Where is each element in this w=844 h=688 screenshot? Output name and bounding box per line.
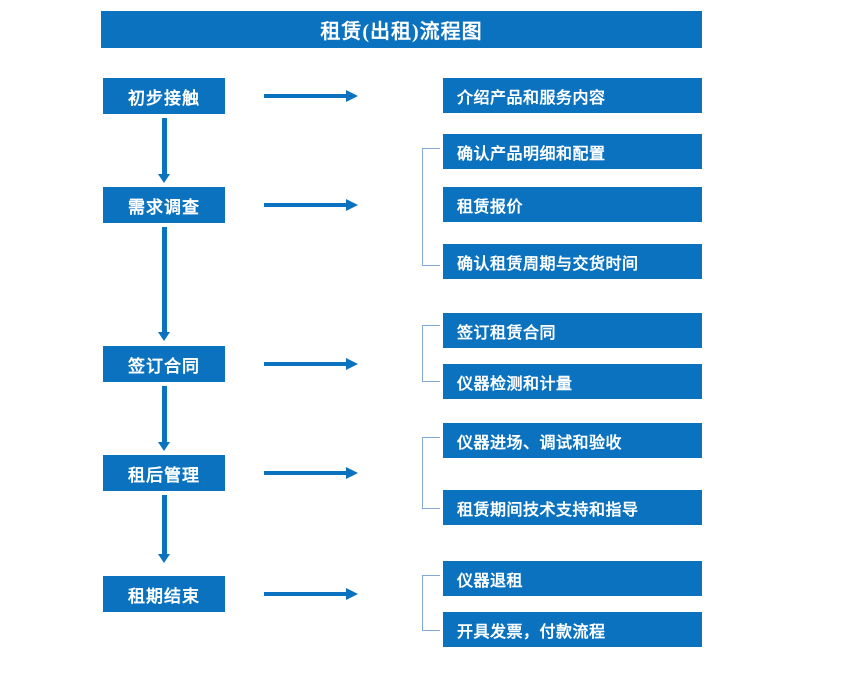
h-arrow-post-rental — [264, 467, 358, 479]
arrow-head-icon — [346, 90, 358, 102]
arrow-head-icon — [158, 174, 170, 183]
stage-box-post-rental-management[interactable]: 租后管理 — [103, 455, 225, 491]
arrow-shaft — [264, 592, 346, 596]
detail-box-confirm-product-details[interactable]: 确认产品明细和配置 — [443, 134, 702, 169]
arrow-shaft — [162, 118, 167, 174]
h-arrow-requirement-survey — [264, 199, 358, 211]
bracket-sign-contract — [422, 325, 440, 382]
arrow-head-icon — [158, 332, 170, 341]
detail-box-invoice-payment[interactable]: 开具发票，付款流程 — [443, 612, 702, 647]
bracket-rental-end — [422, 575, 440, 631]
v-arrow-contract-to-postrental — [158, 386, 170, 451]
v-arrow-postrental-to-end — [158, 495, 170, 563]
h-arrow-rental-end — [264, 588, 358, 600]
detail-box-introduce-products[interactable]: 介绍产品和服务内容 — [443, 78, 702, 113]
arrow-shaft — [162, 227, 167, 332]
v-arrow-survey-to-contract — [158, 227, 170, 341]
detail-box-confirm-rental-period[interactable]: 确认租赁周期与交货时间 — [443, 244, 702, 279]
arrow-head-icon — [346, 467, 358, 479]
detail-box-instrument-return[interactable]: 仪器退租 — [443, 561, 702, 596]
detail-box-rental-quotation[interactable]: 租赁报价 — [443, 187, 702, 222]
bracket-post-rental — [422, 437, 440, 509]
arrow-shaft — [264, 362, 346, 366]
bracket-requirement-survey — [422, 148, 440, 266]
v-arrow-contact-to-survey — [158, 118, 170, 183]
page-title: 租赁(出租)流程图 — [101, 11, 702, 48]
detail-box-sign-rental-contract[interactable]: 签订租赁合同 — [443, 313, 702, 348]
h-arrow-sign-contract — [264, 358, 358, 370]
arrow-shaft — [264, 203, 346, 207]
stage-box-sign-contract[interactable]: 签订合同 — [103, 346, 225, 382]
arrow-head-icon — [158, 554, 170, 563]
arrow-shaft — [162, 386, 167, 442]
h-arrow-initial-contact — [264, 90, 358, 102]
arrow-head-icon — [346, 199, 358, 211]
stage-box-requirement-survey[interactable]: 需求调查 — [103, 187, 225, 223]
arrow-shaft — [162, 495, 167, 554]
detail-box-instrument-delivery[interactable]: 仪器进场、调试和验收 — [443, 423, 702, 458]
arrow-shaft — [264, 94, 346, 98]
detail-box-instrument-inspection[interactable]: 仪器检测和计量 — [443, 364, 702, 399]
arrow-shaft — [264, 471, 346, 475]
stage-box-initial-contact[interactable]: 初步接触 — [103, 78, 225, 114]
arrow-head-icon — [158, 442, 170, 451]
arrow-head-icon — [346, 358, 358, 370]
stage-box-rental-end[interactable]: 租期结束 — [103, 576, 225, 612]
detail-box-technical-support[interactable]: 租赁期间技术支持和指导 — [443, 490, 702, 525]
arrow-head-icon — [346, 588, 358, 600]
